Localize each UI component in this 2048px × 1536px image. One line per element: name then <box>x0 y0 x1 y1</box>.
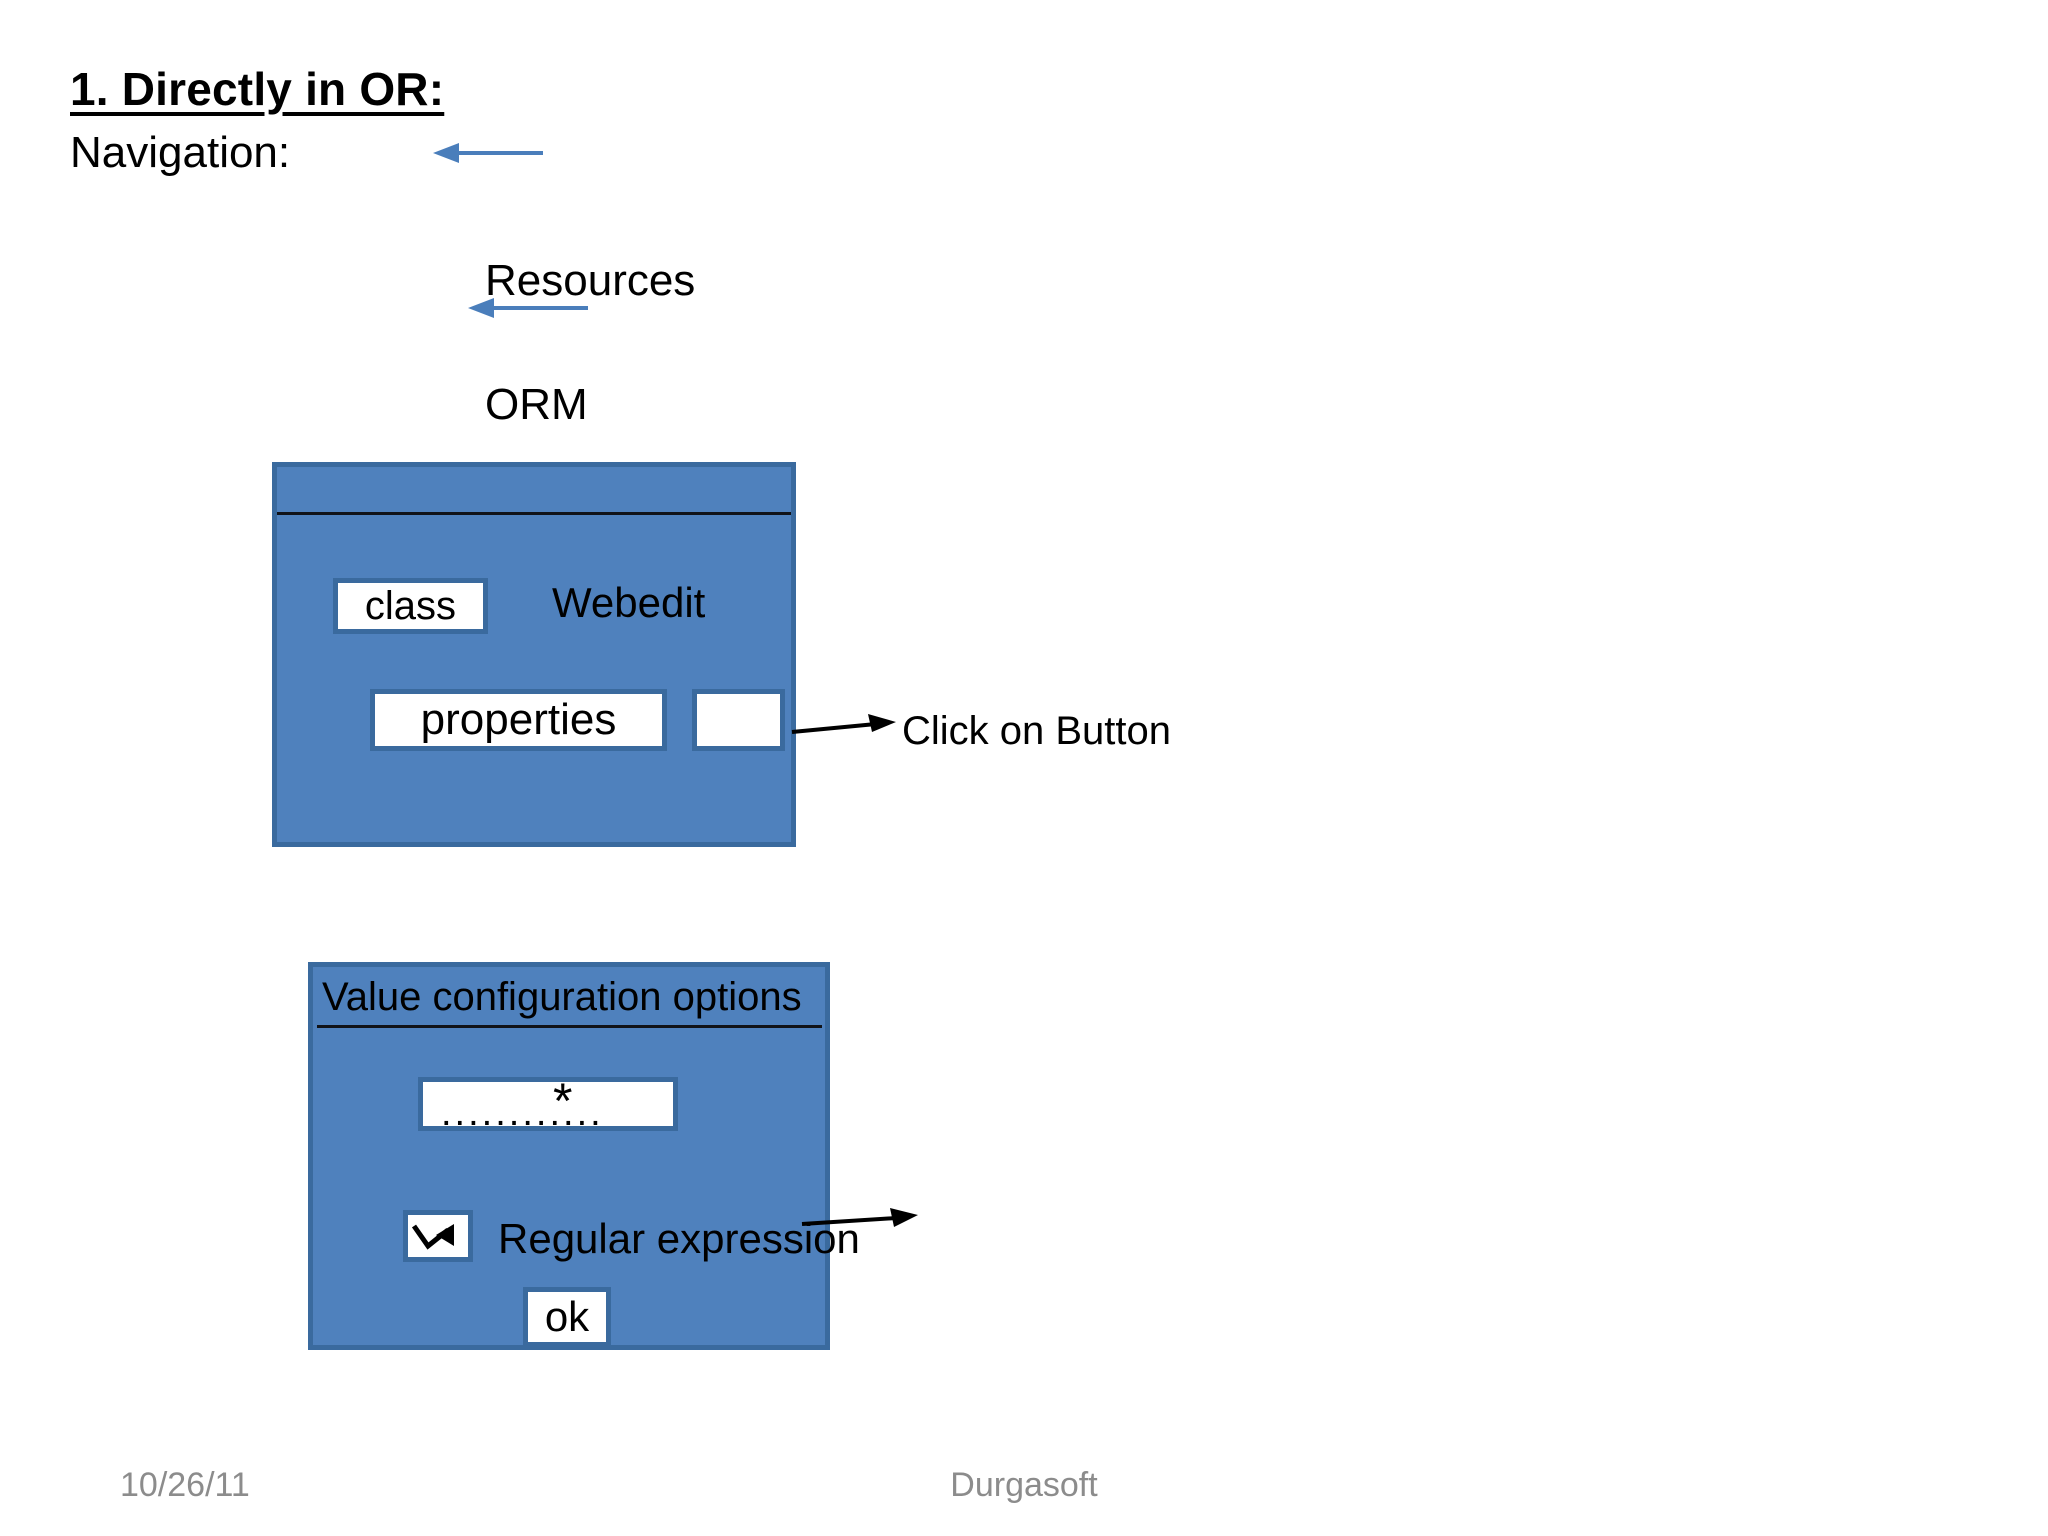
page-title: 1. Directly in OR: <box>70 63 445 115</box>
click-on-button-arrow-icon <box>791 714 896 734</box>
navigation-arrow-icon <box>433 143 543 163</box>
resources-arrow-icon <box>468 298 588 318</box>
checkmark-arrow-icon <box>411 1224 454 1250</box>
ok-button[interactable]: ok <box>523 1287 611 1347</box>
value-input-asterisk: * <box>553 1073 573 1129</box>
regular-expression-checkbox[interactable] <box>403 1210 473 1262</box>
orm-label: ORM <box>485 380 588 429</box>
click-on-button-callout: Click on Button <box>902 709 1172 753</box>
regular-expression-arrow-icon <box>801 1208 918 1227</box>
webedit-label: Webedit <box>552 579 706 626</box>
value-configuration-title: Value configuration options <box>322 975 802 1019</box>
navigation-label: Navigation: <box>70 128 291 177</box>
class-field[interactable]: class <box>333 578 488 634</box>
properties-field[interactable]: properties <box>370 689 667 751</box>
regular-expression-label: Regular expression <box>498 1215 860 1262</box>
orm-window-panel: class Webedit properties <box>272 462 796 847</box>
value-input-inner: ............ * <box>423 1076 673 1132</box>
footer-date: 10/26/11 <box>120 1466 250 1504</box>
orm-window-titlebar <box>277 467 791 515</box>
value-configuration-panel: Value configuration options ............… <box>308 962 860 1350</box>
resources-label: Resources <box>485 256 696 305</box>
footer-brand: Durgasoft <box>950 1466 1098 1504</box>
value-input-dots: ............ <box>441 1092 604 1134</box>
value-configuration-title-rule <box>317 1025 822 1028</box>
value-input[interactable]: ............ * <box>418 1076 678 1132</box>
properties-browse-button[interactable] <box>692 689 785 751</box>
